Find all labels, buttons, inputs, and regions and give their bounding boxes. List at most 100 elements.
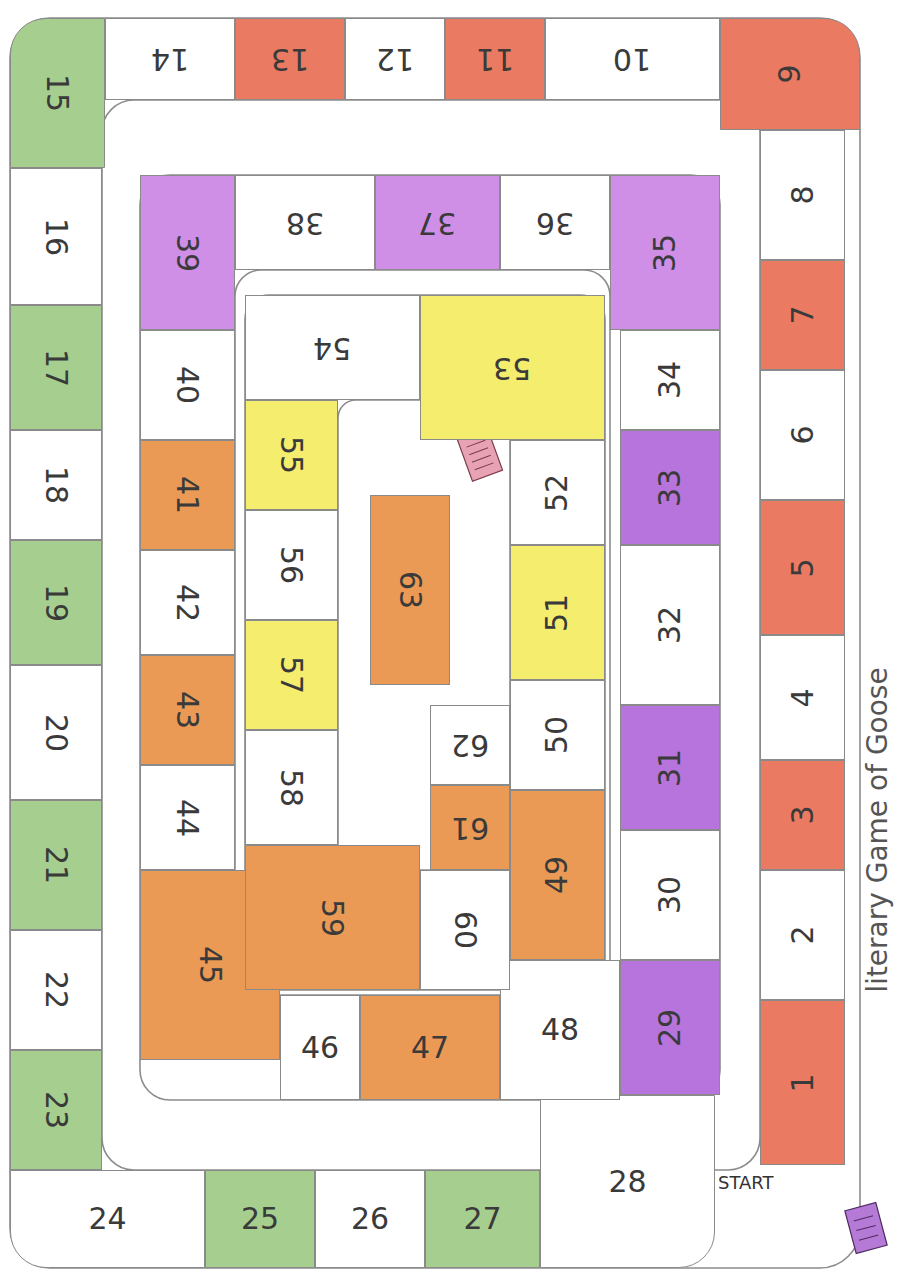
board-square: 2 (760, 870, 845, 1000)
square-number: 56 (277, 546, 307, 584)
square-number: 11 (476, 44, 514, 74)
square-number: 40 (173, 366, 203, 404)
board-square: 17 (10, 305, 102, 430)
square-number: 24 (88, 1204, 126, 1234)
board-square: 8 (760, 130, 845, 260)
board-square: 27 (425, 1170, 540, 1268)
square-number: 30 (655, 876, 685, 914)
board-square: 57 (245, 620, 338, 730)
square-number: 42 (173, 583, 203, 621)
square-number: 22 (41, 971, 71, 1009)
square-number: 23 (41, 1091, 71, 1129)
board-square: 16 (10, 168, 102, 305)
square-number: 39 (173, 233, 203, 271)
square-number: 13 (271, 44, 309, 74)
board-square: 26 (315, 1170, 425, 1268)
board-square: 25 (205, 1170, 315, 1268)
board-square: 31 (620, 705, 720, 830)
square-number: 17 (41, 348, 71, 386)
square-number: 14 (151, 44, 189, 74)
outer-track-edge (10, 18, 860, 1268)
square-number: 21 (41, 846, 71, 884)
book-line (859, 1235, 878, 1240)
board-square: 20 (10, 665, 102, 800)
middle-track-edge (140, 175, 720, 1100)
board-square: 34 (620, 330, 720, 430)
board-square: 21 (10, 800, 102, 930)
square-number: 31 (655, 748, 685, 786)
board-square: 28 (540, 1095, 715, 1268)
square-number: 49 (543, 856, 573, 894)
board-square: 44 (140, 765, 235, 870)
start-label: START (718, 1172, 774, 1193)
square-number: 1 (788, 1073, 818, 1092)
square-number: 10 (613, 44, 651, 74)
square-number: 32 (655, 606, 685, 644)
board-square: 30 (620, 830, 720, 960)
board-square: 23 (10, 1050, 102, 1170)
board-square: 41 (140, 440, 235, 550)
board-square: 56 (245, 510, 338, 620)
square-number: 47 (411, 1033, 449, 1063)
book-line (475, 463, 494, 470)
board-square: 52 (510, 440, 605, 545)
board-square: 7 (760, 260, 845, 370)
board-square: 48 (500, 960, 620, 1100)
board-square: 3 (760, 760, 845, 870)
square-number: 25 (241, 1204, 279, 1234)
board-square: 40 (140, 330, 235, 440)
square-number: 5 (788, 558, 818, 577)
board-square: 19 (10, 540, 102, 665)
book-icon (845, 1203, 887, 1254)
board-square: 60 (420, 870, 510, 990)
board-square: 51 (510, 545, 605, 680)
board-square: 54 (245, 295, 420, 400)
square-number: 15 (43, 74, 73, 112)
square-number: 52 (543, 473, 573, 511)
square-number: 61 (451, 813, 489, 843)
square-number: 7 (788, 305, 818, 324)
square-number: 20 (41, 713, 71, 751)
square-number: 6 (788, 425, 818, 444)
square-number: 18 (41, 466, 71, 504)
board-square: 47 (360, 995, 500, 1100)
square-number: 8 (788, 185, 818, 204)
board-square: 22 (10, 930, 102, 1050)
square-number: 37 (418, 208, 456, 238)
board-square: 46 (280, 995, 360, 1100)
square-number: 38 (286, 208, 324, 238)
square-number: 9 (775, 64, 805, 83)
square-number: 33 (655, 468, 685, 506)
square-number: 59 (318, 898, 348, 936)
board-square: 53 (420, 295, 605, 440)
square-number: 62 (451, 730, 489, 760)
track-outline (10, 18, 860, 1268)
board-square: 58 (245, 730, 338, 845)
square-number: 45 (195, 946, 225, 984)
square-number: 28 (608, 1167, 646, 1197)
board-square: 55 (245, 400, 338, 510)
square-number: 55 (277, 436, 307, 474)
board-square: 63 (370, 495, 450, 685)
square-number: 16 (41, 217, 71, 255)
board-square: 1 (760, 1000, 845, 1165)
square-number: 58 (277, 768, 307, 806)
board-square: 4 (760, 635, 845, 760)
square-number: 3 (788, 805, 818, 824)
square-number: 19 (41, 583, 71, 621)
square-number: 12 (376, 44, 414, 74)
square-number: 27 (463, 1204, 501, 1234)
board-square: 29 (620, 960, 720, 1095)
square-number: 29 (655, 1008, 685, 1046)
board-square: 33 (620, 430, 720, 545)
square-number: 34 (655, 361, 685, 399)
board-square: 9 (720, 18, 860, 130)
board-square: 24 (10, 1170, 205, 1268)
square-number: 36 (536, 208, 574, 238)
board-square: 32 (620, 545, 720, 705)
square-number: 63 (395, 571, 425, 609)
square-number: 50 (543, 716, 573, 754)
inner-track-inner-edge (338, 400, 510, 870)
board-square: 50 (510, 680, 605, 790)
square-number: 46 (301, 1033, 339, 1063)
